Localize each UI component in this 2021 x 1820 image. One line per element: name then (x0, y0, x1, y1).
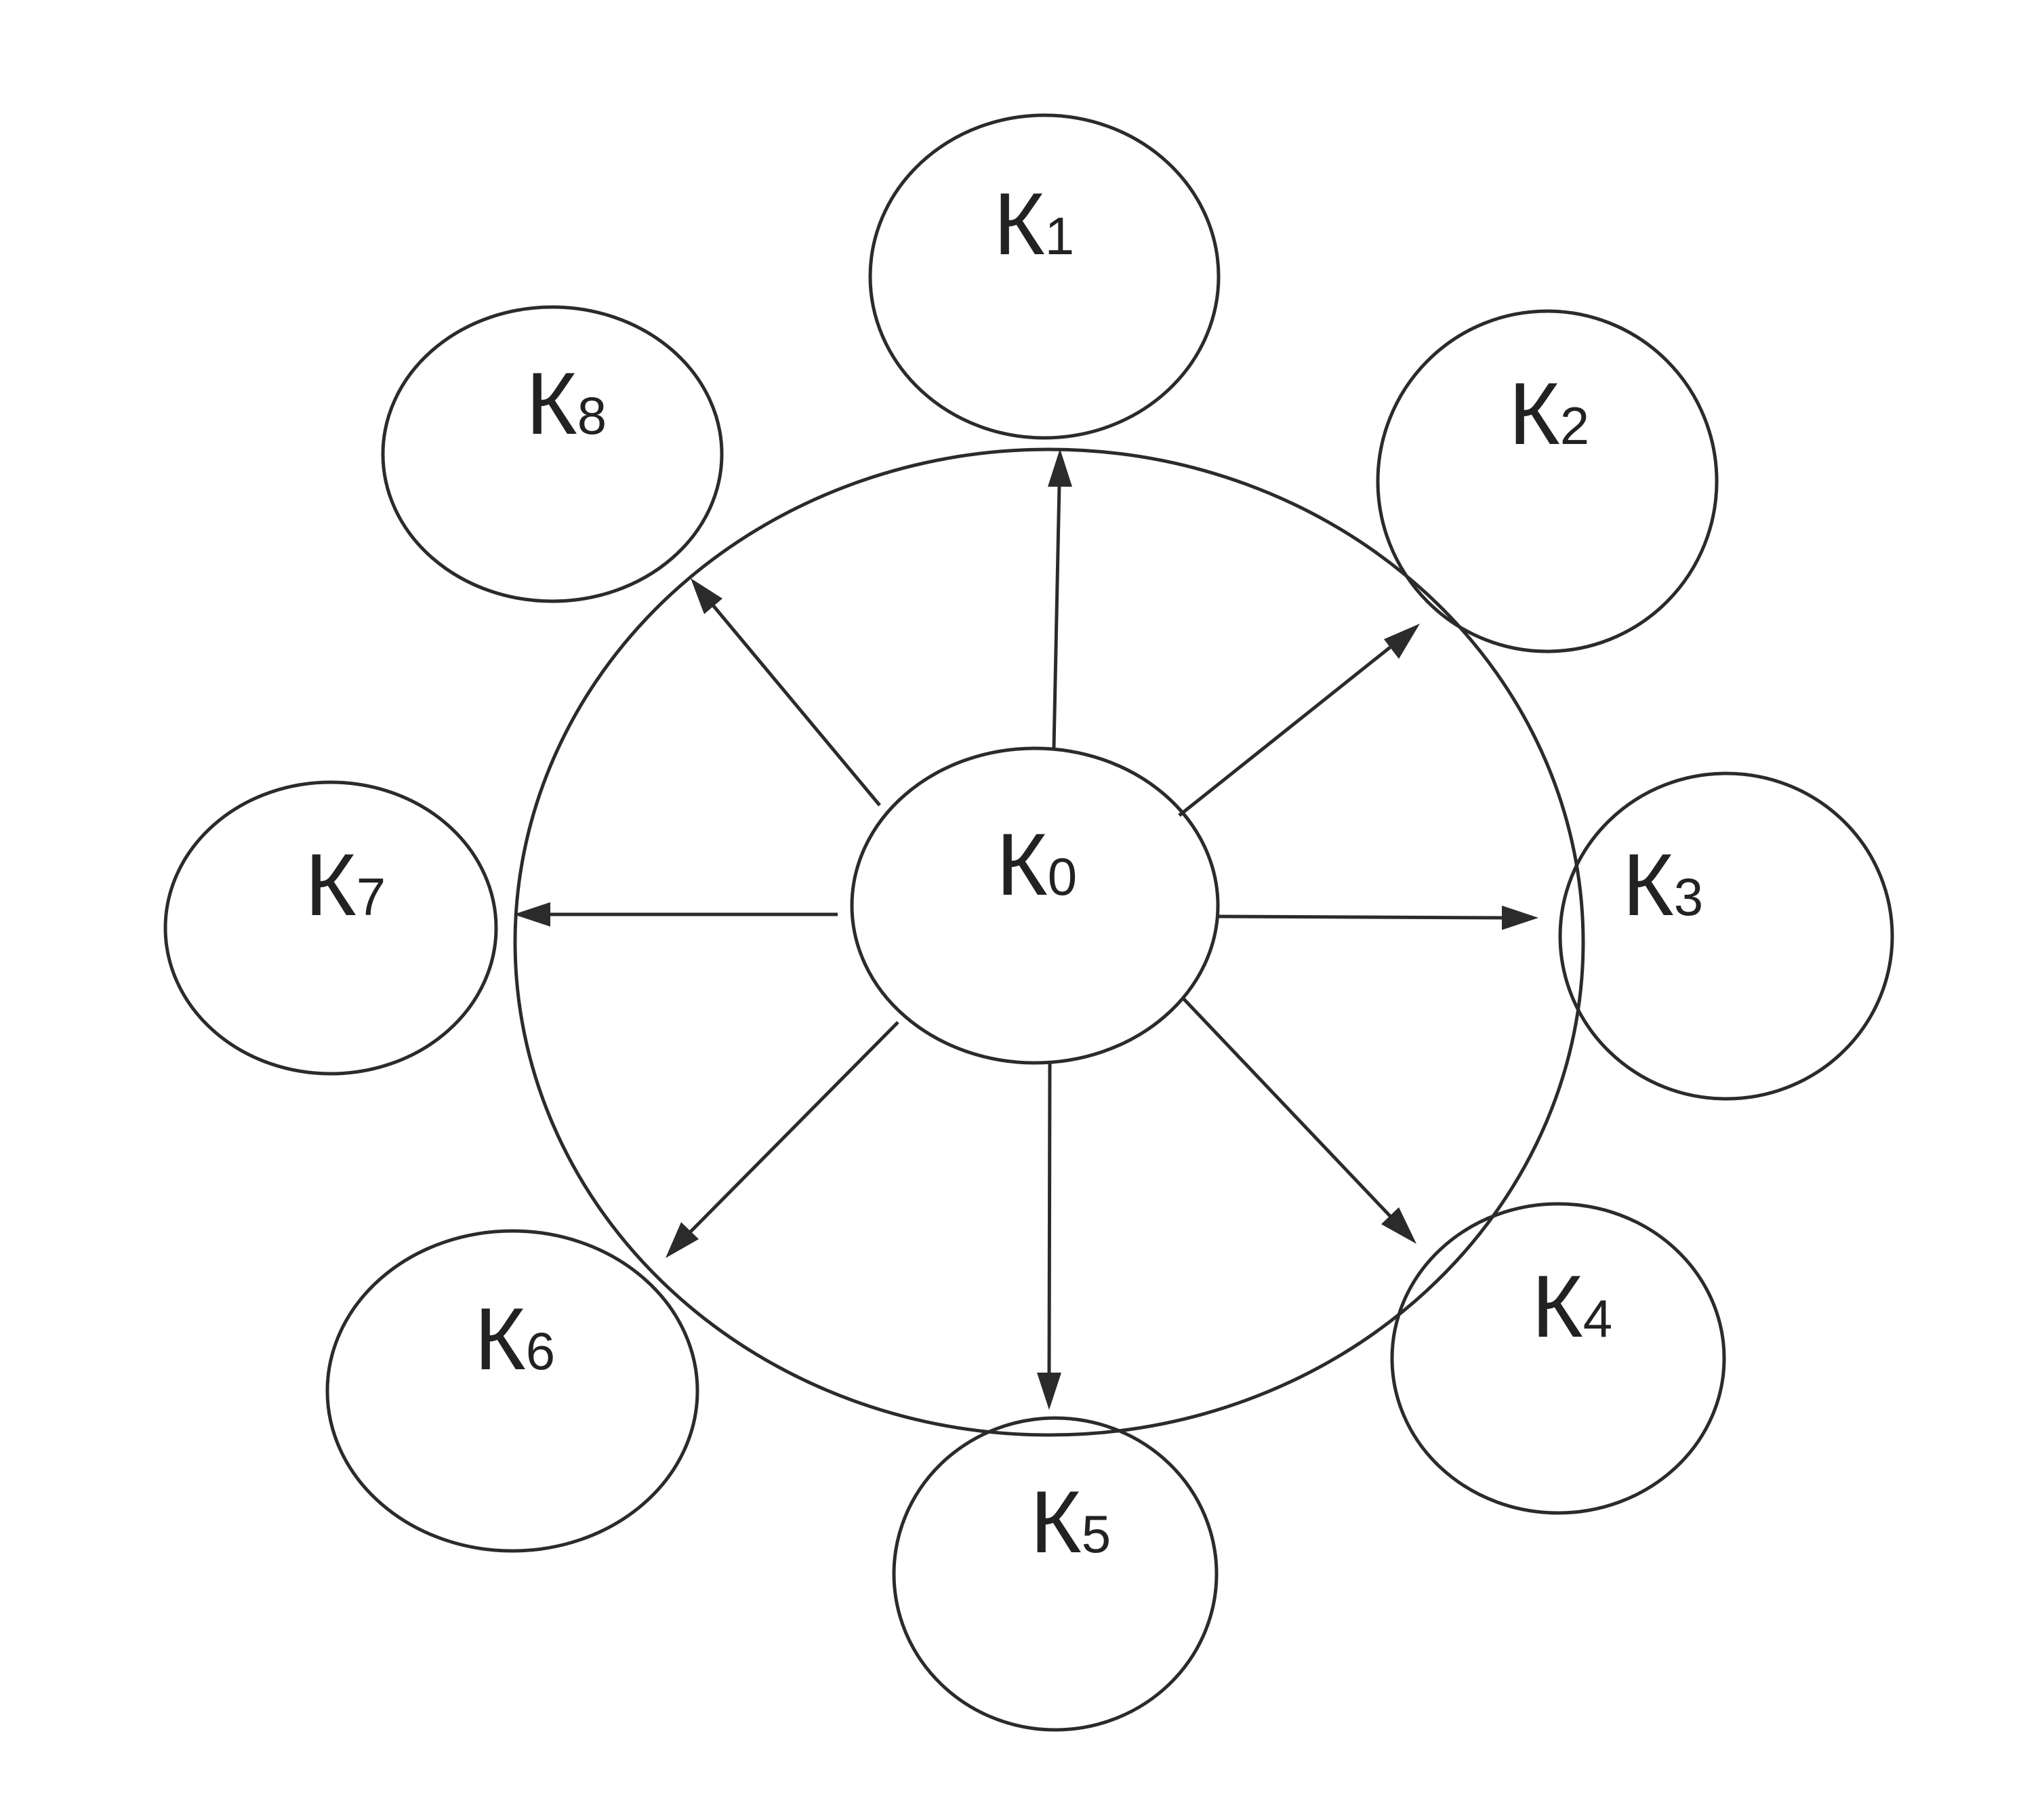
node-k7-letter: К (305, 835, 356, 934)
arrowhead-k3 (1502, 906, 1538, 930)
edge-k0-k4 (1181, 996, 1416, 1244)
node-k7-index: 7 (356, 867, 386, 927)
node-k8-circle (381, 305, 724, 603)
node-k7-label: К7 (305, 835, 386, 934)
node-k0-label: К0 (996, 815, 1077, 914)
edge-k0-k8 (691, 578, 881, 807)
edge-k0-k1 (1048, 449, 1072, 748)
node-k3-letter: К (1622, 835, 1674, 934)
node-k8-index: 8 (577, 386, 607, 445)
node-k3-circle (1558, 771, 1894, 1101)
node-k5-index: 5 (1082, 1504, 1111, 1564)
node-k5-label: К5 (1030, 1472, 1111, 1571)
node-k4-letter: К (1532, 1257, 1583, 1356)
node-k2-letter: К (1509, 364, 1560, 463)
arrowhead-k8 (691, 578, 722, 614)
node-k4-circle (1390, 1202, 1726, 1515)
node-k3-label: К3 (1622, 835, 1703, 934)
edge-k0-k5 (1037, 1062, 1061, 1410)
node-k3-index: 3 (1674, 867, 1703, 927)
node-k0-letter: К (996, 815, 1048, 914)
edge-k0-k6 (666, 1021, 899, 1258)
node-k8-label: К8 (526, 354, 607, 453)
node-k2-index: 2 (1560, 396, 1589, 456)
node-k6-letter: К (474, 1289, 526, 1388)
node-k6-circle (325, 1229, 699, 1553)
node-k1-circle (868, 113, 1221, 440)
arrowhead-k1 (1048, 449, 1072, 487)
node-k2-label: К2 (1509, 364, 1589, 463)
arrowhead-k4 (1381, 1207, 1416, 1244)
node-k5-letter: К (1030, 1472, 1082, 1571)
node-k2-circle (1376, 309, 1719, 653)
node-k0-index: 0 (1048, 847, 1077, 906)
arrowhead-k2 (1384, 624, 1420, 659)
node-k4-index: 4 (1583, 1289, 1612, 1348)
node-k1-letter: К (994, 174, 1045, 273)
node-k4-label: К4 (1532, 1257, 1612, 1356)
node-k6-index: 6 (526, 1321, 555, 1381)
arrowhead-k5 (1037, 1373, 1061, 1410)
arrowhead-k6 (666, 1222, 699, 1258)
node-k7-circle (163, 780, 498, 1076)
node-k1-index: 1 (1045, 206, 1074, 266)
edge-k0-k2 (1178, 624, 1420, 817)
node-k8-letter: К (526, 354, 577, 453)
outer-boundary-circle (513, 447, 1585, 1437)
edge-k0-k3 (1217, 906, 1538, 930)
node-k5-circle (892, 1416, 1219, 1732)
arrowhead-k7 (514, 902, 550, 927)
node-k0-circle (850, 746, 1220, 1065)
edge-k0-k7 (514, 902, 838, 927)
node-k6-label: К6 (474, 1289, 555, 1388)
node-k1-label: К1 (994, 174, 1074, 273)
